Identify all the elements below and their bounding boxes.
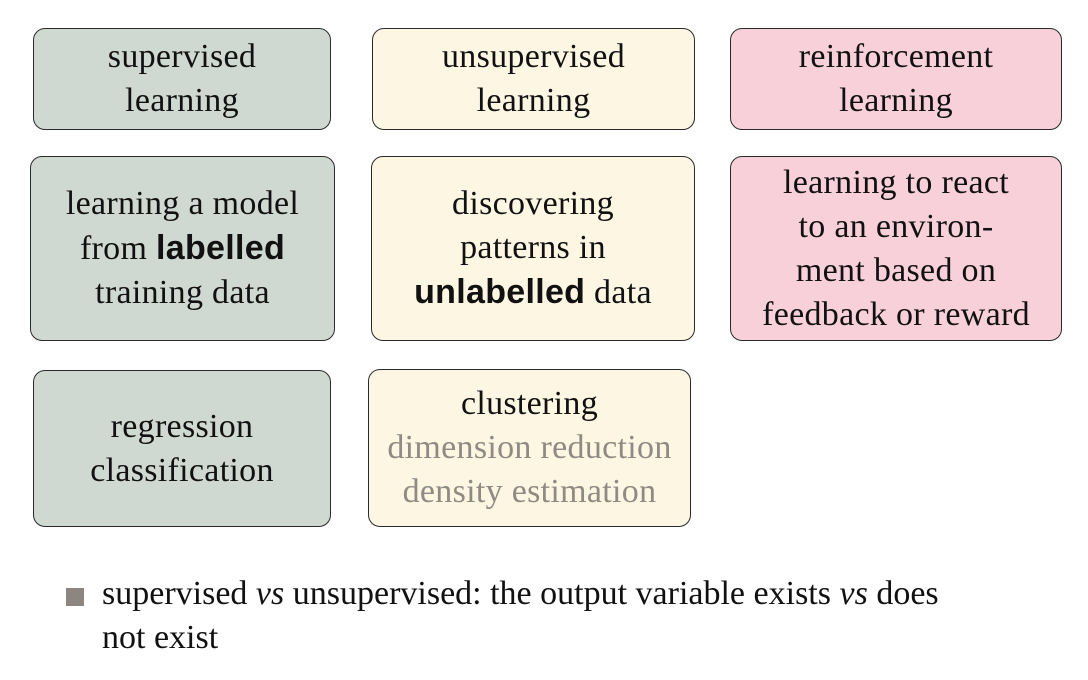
unsupervised-learning-title-box: unsupervised learning xyxy=(372,28,695,130)
bullet-text-fragment: supervised xyxy=(102,575,256,612)
box-text-line: learning xyxy=(476,82,591,119)
box-text-line: learning xyxy=(125,82,239,119)
box-text-line: learning to react xyxy=(783,163,1009,201)
box-text-line: learning a model xyxy=(65,185,300,222)
task-label-muted: density estimation xyxy=(402,473,657,510)
italic-vs: vs xyxy=(255,575,285,612)
box-text-line: patterns in xyxy=(460,229,606,266)
bullet-text-fragment: does xyxy=(867,575,939,612)
unsupervised-tasks-box: clustering dimension reduction density e… xyxy=(368,369,691,527)
box-text-line: to an environ- xyxy=(798,207,994,245)
square-bullet-icon xyxy=(66,588,84,606)
italic-vs: vs xyxy=(839,575,868,612)
task-label-muted: dimension reduction xyxy=(387,429,672,466)
bold-keyword: labelled xyxy=(156,229,286,267)
bullet-text-fragment: not exist xyxy=(102,619,219,656)
supervised-learning-title-box: supervised learning xyxy=(33,28,331,130)
bold-keyword: unlabelled xyxy=(414,273,586,311)
box-text-line: unsupervised xyxy=(441,38,625,75)
box-text-line: unlabelled data xyxy=(414,270,652,315)
supervised-tasks-box: regression classification xyxy=(33,370,331,527)
box-text-line: training data xyxy=(95,274,270,311)
bullet-point: supervised vs unsupervised: the output v… xyxy=(66,572,1056,660)
task-label: clustering xyxy=(460,385,599,422)
box-text-line: ment based on xyxy=(795,251,997,289)
box-text-line: reinforcement xyxy=(798,38,994,75)
bullet-text: supervised vs unsupervised: the output v… xyxy=(102,572,1056,660)
box-text-line: feedback or reward xyxy=(762,295,1030,333)
box-text-line: discovering xyxy=(452,185,614,222)
reinforcement-description-box: learning to react to an environ- ment ba… xyxy=(730,156,1062,341)
unsupervised-description-box: discovering patterns in unlabelled data xyxy=(371,156,695,341)
box-text-fragment: from xyxy=(79,230,157,267)
box-text-line: supervised xyxy=(107,38,257,75)
box-text-fragment: data xyxy=(585,274,652,311)
task-label: classification xyxy=(90,451,274,489)
box-text-line: from labelled xyxy=(80,226,285,271)
reinforcement-learning-title-box: reinforcement learning xyxy=(730,28,1062,130)
bullet-text-fragment: unsupervised: the output variable exists xyxy=(284,575,840,612)
box-text-line: learning xyxy=(839,82,953,119)
supervised-description-box: learning a model from labelled training … xyxy=(30,156,335,341)
task-label: regression xyxy=(110,407,254,445)
